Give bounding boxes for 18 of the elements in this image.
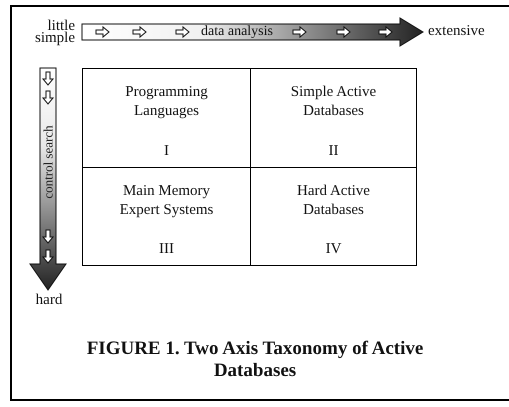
roman-numeral: II: [328, 142, 338, 161]
axis-label: control search: [40, 125, 56, 199]
cell-title: Simple Active Databases: [290, 83, 378, 121]
roman-numeral: III: [159, 240, 174, 259]
cell-title: Main Memory Expert Systems: [118, 182, 214, 220]
cell-title: Hard Active Databases: [296, 182, 371, 220]
axis-label: hard: [34, 293, 64, 308]
quadrant-cell: [82, 68, 251, 168]
quadrant-cell: [82, 167, 251, 266]
roman-numeral: I: [164, 142, 169, 161]
axis-label: extensive: [428, 24, 486, 39]
figure-caption: FIGURE 1. Two Axis Taxonomy of Active Databases: [86, 338, 424, 382]
cell-title: Programming Languages: [124, 83, 209, 121]
quadrant-cell: [250, 68, 417, 168]
roman-numeral: IV: [326, 240, 342, 259]
axis-label: data analysis: [200, 24, 274, 39]
axis-label: simple: [34, 31, 75, 46]
quadrant-cell: [250, 167, 417, 266]
